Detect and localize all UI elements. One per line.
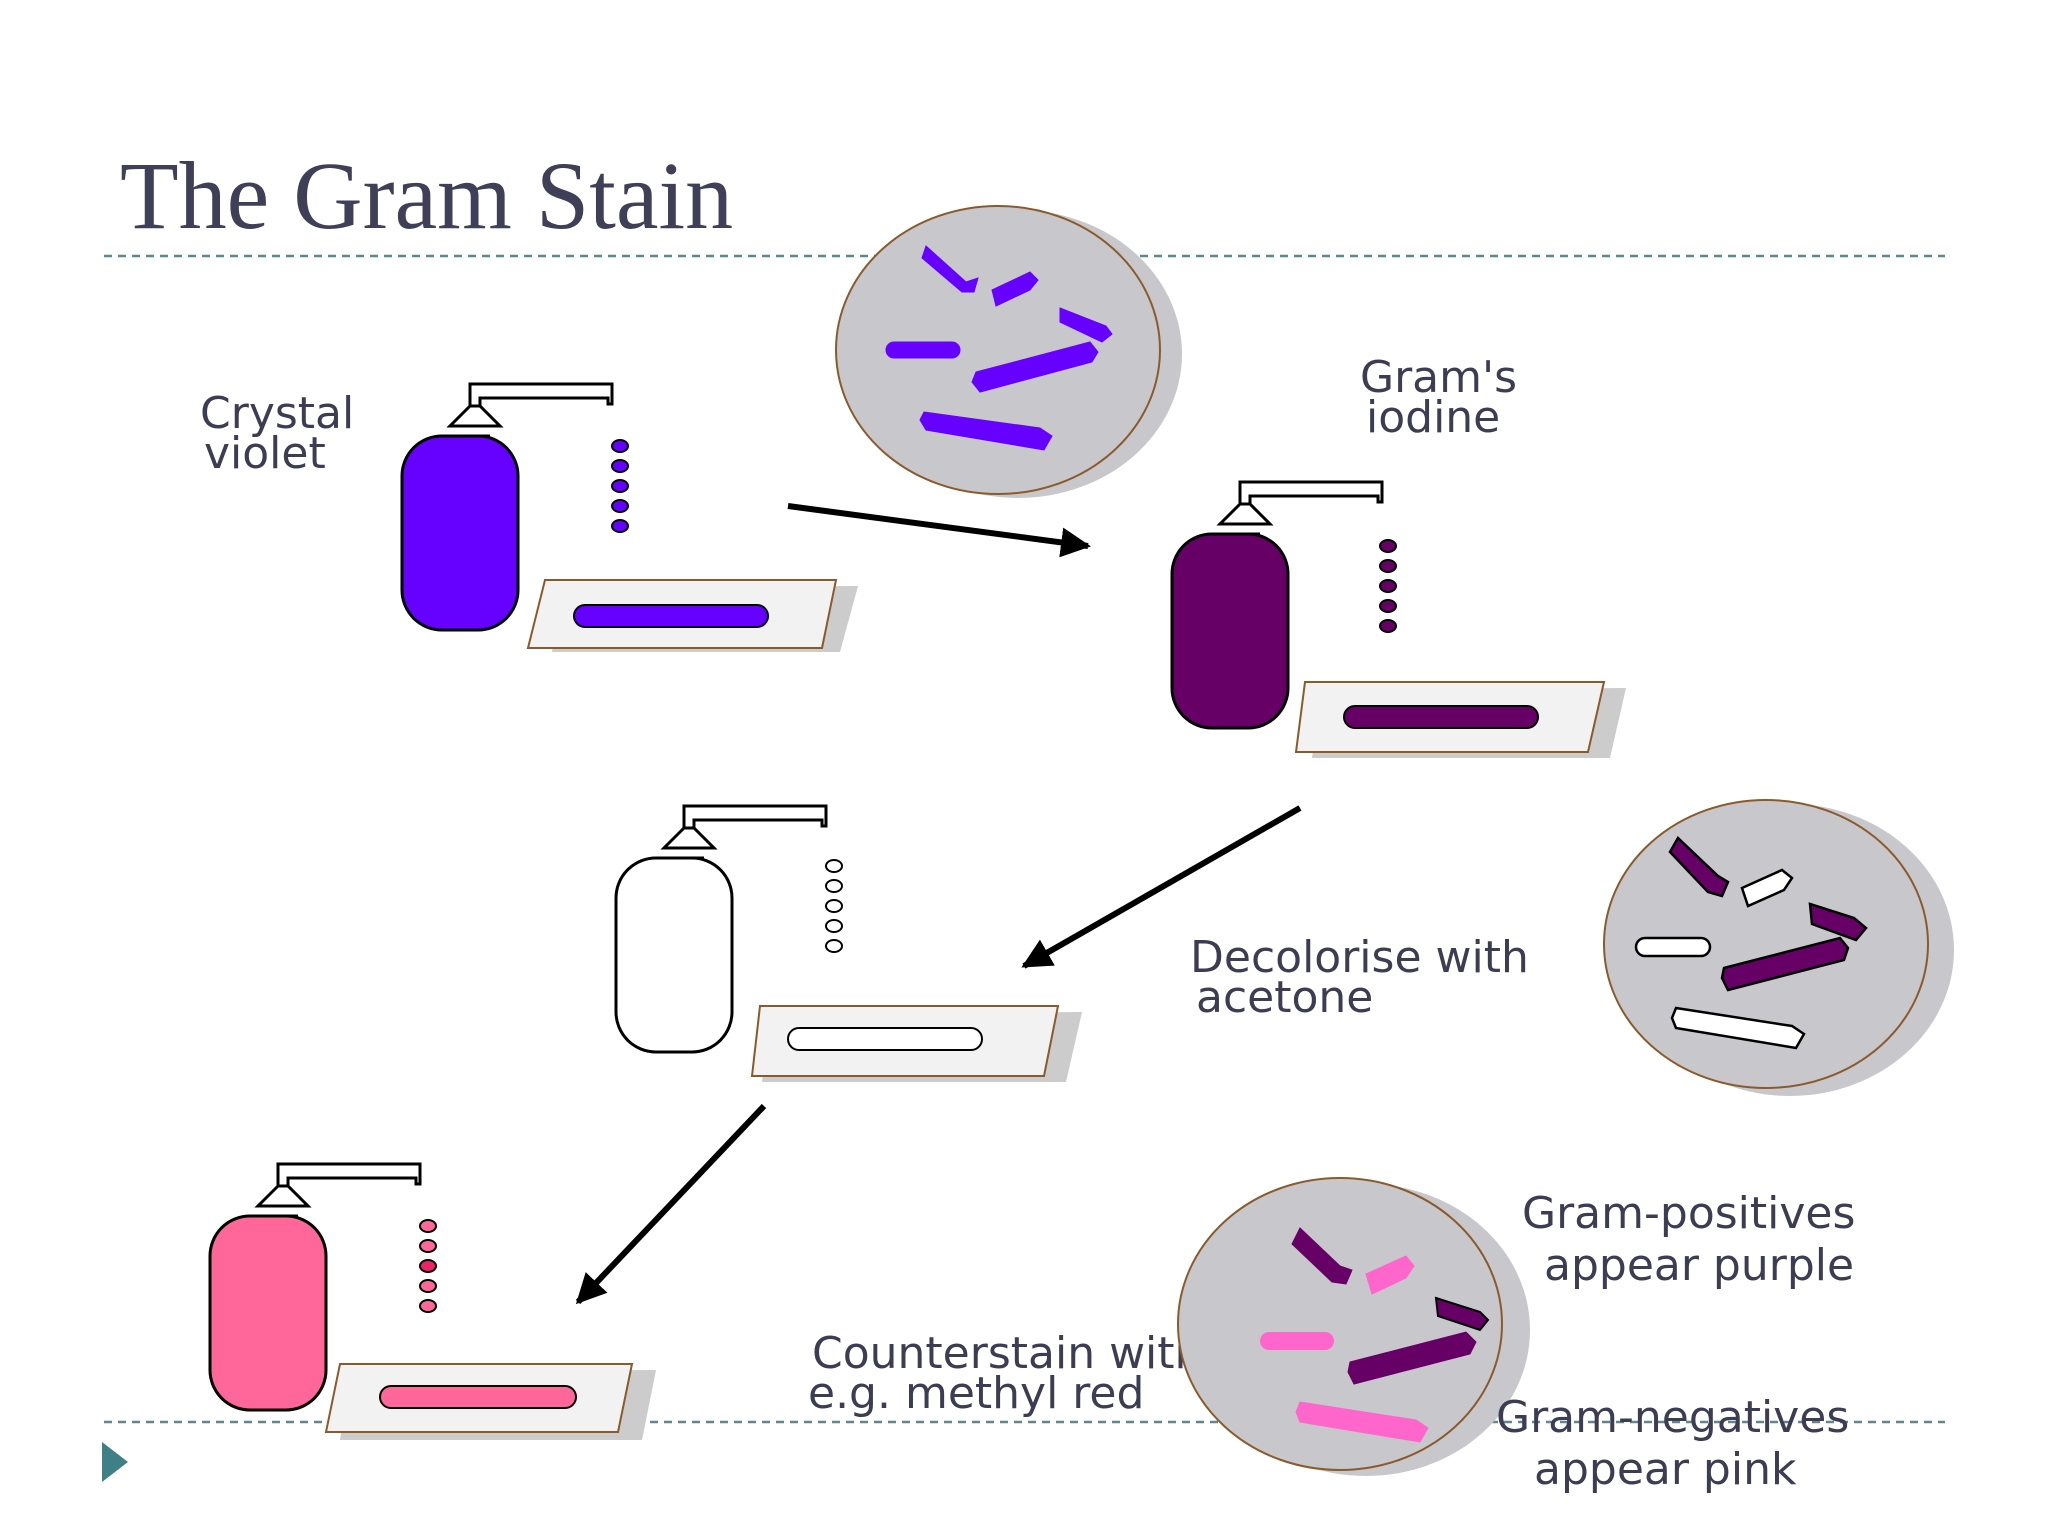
acetone-microscope-slide — [750, 1005, 1082, 1082]
step-decolorise: Decolorise with acetone — [614, 804, 1529, 1082]
counterstain-bottle-icon — [208, 1162, 422, 1412]
arrow-step1-to-step2 — [787, 503, 1091, 558]
step-label-iodine: iodine — [1366, 392, 1500, 443]
counterstain-microscope-slide — [324, 1363, 656, 1440]
step-counterstain: Counterstain with e.g. methyl red — [208, 1162, 1202, 1440]
iodine-bottle-icon — [1170, 480, 1384, 730]
step-grams-iodine: Gram's iodine — [1170, 352, 1626, 758]
step-label-crystal: Crystal — [200, 388, 354, 439]
step-crystal-violet: Crystal violet — [200, 382, 858, 652]
petri-dish-after-decolorise — [1603, 799, 1954, 1096]
crystal-violet-microscope-slide — [526, 579, 858, 652]
slide-title: The Gram Stain — [120, 142, 733, 249]
iodine-drops — [1379, 539, 1397, 633]
crystal-violet-bottle-icon — [400, 382, 614, 632]
arrow-step3-to-step4 — [575, 1103, 767, 1305]
result-negative-line2: appear pink — [1534, 1444, 1797, 1495]
step-label-acetone: acetone — [1196, 972, 1373, 1023]
acetone-drops — [825, 859, 843, 953]
acetone-bottle-icon — [614, 804, 828, 1054]
petri-dish-final — [1177, 1177, 1530, 1476]
counterstain-drops — [419, 1219, 437, 1313]
step-label-grams: Gram's — [1360, 352, 1517, 403]
result-positive-line2: appear purple — [1544, 1240, 1854, 1291]
crystal-violet-drops — [611, 439, 629, 533]
step-label-counterstain: Counterstain with — [812, 1328, 1202, 1379]
arrow-step2-to-step3 — [1021, 805, 1302, 969]
step-label-decolorise: Decolorise with — [1190, 932, 1529, 983]
play-triangle-icon — [102, 1442, 128, 1482]
step-label-violet: violet — [204, 428, 326, 479]
iodine-microscope-slide — [1294, 681, 1626, 758]
result-negative-line1: Gram-negatives — [1496, 1392, 1849, 1443]
step-label-methyl-red: e.g. methyl red — [808, 1368, 1144, 1419]
result-positive-line1: Gram-positives — [1522, 1188, 1855, 1239]
petri-dish-after-crystal-violet — [835, 205, 1182, 498]
